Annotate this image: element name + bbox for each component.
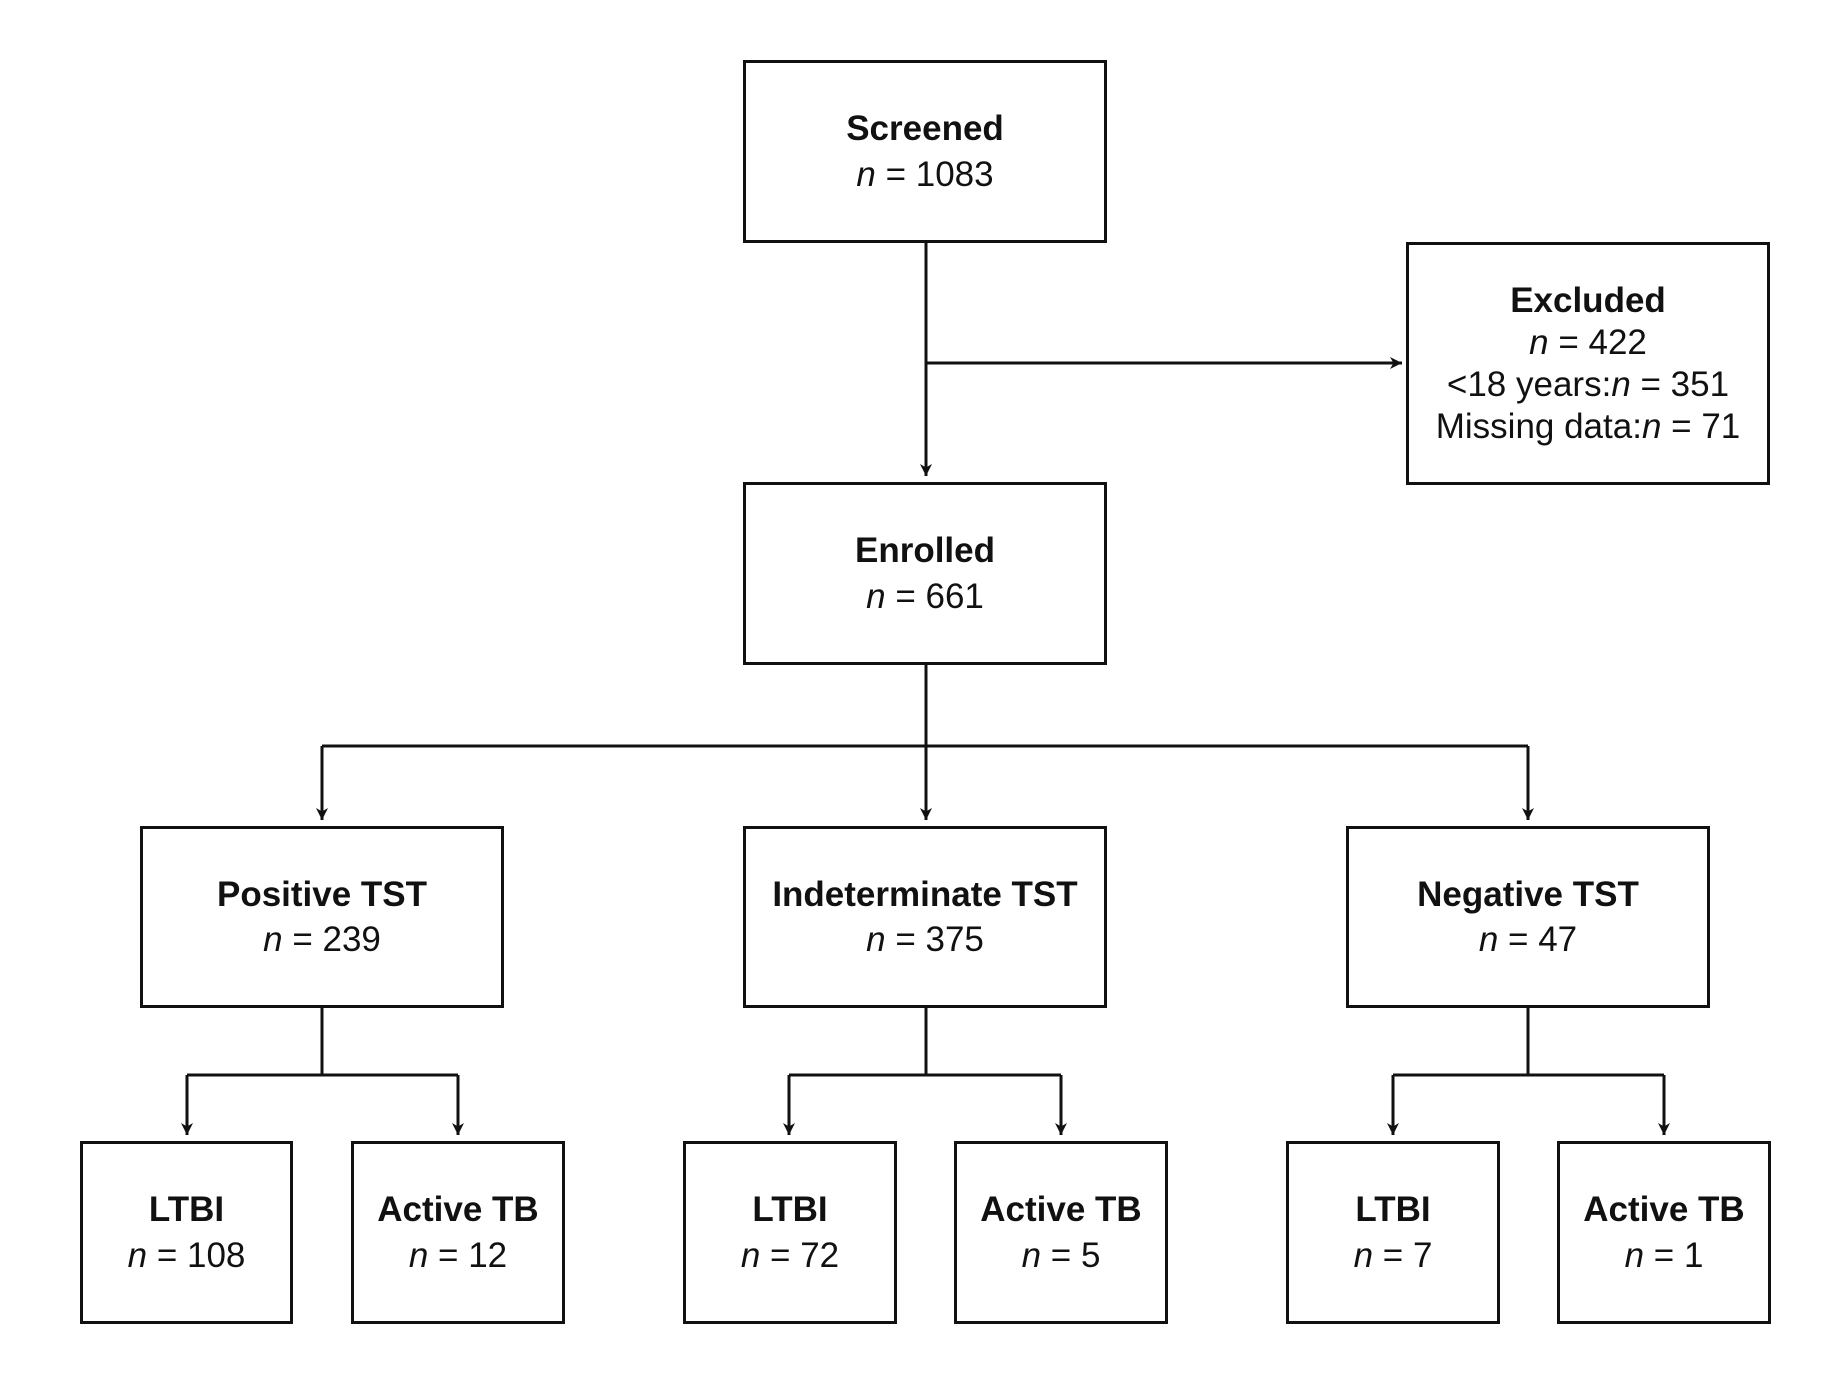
- indeterminate-ltbi-count: = 72: [770, 1235, 840, 1275]
- indeterminate-ltbi-count-line: n = 72: [741, 1233, 839, 1279]
- indeterminate-tst-count-line: n = 375: [866, 917, 984, 963]
- positive-tst-title: Positive TST: [216, 874, 428, 914]
- excluded-box: Excluded n = 422 <18 years:n = 351 Missi…: [1406, 242, 1770, 485]
- negative-ltbi-n: n: [1353, 1235, 1374, 1275]
- indeterminate-active-tb-count: = 5: [1050, 1235, 1101, 1275]
- excluded-under18-line: <18 years:n = 351: [1447, 364, 1729, 406]
- indeterminate-tst-title: Indeterminate TST: [772, 874, 1078, 914]
- excluded-under18-n: n: [1611, 364, 1631, 404]
- screened-n: n: [856, 154, 876, 194]
- screened-title: Screened: [846, 109, 1004, 148]
- indeterminate-tst-n: n: [866, 920, 886, 959]
- enrolled-title: Enrolled: [854, 531, 996, 570]
- indeterminate-active-tb-count-line: n = 5: [1022, 1233, 1101, 1279]
- positive-tst-count-line: n = 239: [263, 917, 381, 963]
- positive-active-tb-box: Active TB n = 12: [351, 1141, 565, 1324]
- positive-ltbi-count: = 108: [156, 1235, 246, 1275]
- indeterminate-ltbi-title: LTBI: [752, 1190, 828, 1229]
- indeterminate-active-tb-box: Active TB n = 5: [954, 1141, 1168, 1324]
- negative-tst-title: Negative TST: [1417, 874, 1639, 914]
- enrolled-count: = 661: [895, 576, 984, 616]
- indeterminate-tst-box: Indeterminate TST n = 375: [743, 826, 1107, 1008]
- enrolled-n: n: [866, 576, 886, 616]
- positive-active-tb-count-line: n = 12: [409, 1233, 507, 1279]
- enrolled-count-line: n = 661: [866, 574, 984, 620]
- screened-count: = 1083: [885, 154, 994, 194]
- excluded-missing-label: Missing data:: [1435, 406, 1642, 446]
- negative-tst-count-line: n = 47: [1479, 917, 1577, 963]
- negative-tst-box: Negative TST n = 47: [1346, 826, 1710, 1008]
- enrolled-box: Enrolled n = 661: [743, 482, 1107, 665]
- excluded-n: n: [1529, 322, 1549, 362]
- negative-active-tb-box: Active TB n = 1: [1557, 1141, 1771, 1324]
- positive-active-tb-count: = 12: [438, 1235, 508, 1275]
- indeterminate-tst-count: = 375: [895, 920, 984, 959]
- screened-box: Screened n = 1083: [743, 60, 1107, 243]
- indeterminate-ltbi-box: LTBI n = 72: [683, 1141, 897, 1324]
- negative-tst-count: = 47: [1508, 920, 1578, 959]
- excluded-missing-n: n: [1641, 406, 1662, 446]
- positive-tst-box: Positive TST n = 239: [140, 826, 504, 1008]
- negative-active-tb-count: = 1: [1653, 1235, 1704, 1275]
- positive-ltbi-n: n: [127, 1235, 148, 1275]
- positive-active-tb-n: n: [408, 1235, 429, 1275]
- positive-ltbi-title: LTBI: [148, 1190, 225, 1229]
- positive-tst-count: = 239: [292, 920, 381, 959]
- indeterminate-ltbi-n: n: [740, 1235, 761, 1275]
- excluded-under18-count: = 351: [1640, 364, 1730, 404]
- negative-active-tb-title: Active TB: [1583, 1190, 1745, 1229]
- excluded-missing-line: Missing data:n = 71: [1436, 406, 1741, 448]
- indeterminate-active-tb-title: Active TB: [980, 1190, 1142, 1229]
- excluded-missing-count: = 71: [1671, 406, 1741, 446]
- screened-count-line: n = 1083: [856, 152, 993, 198]
- positive-tst-n: n: [263, 920, 283, 959]
- negative-ltbi-count-line: n = 7: [1354, 1233, 1433, 1279]
- negative-ltbi-title: LTBI: [1355, 1190, 1431, 1229]
- excluded-title: Excluded: [1510, 280, 1666, 320]
- negative-tst-n: n: [1478, 920, 1499, 959]
- excluded-count: = 422: [1558, 322, 1647, 362]
- excluded-count-line: n = 422: [1529, 322, 1647, 364]
- excluded-under18-label: <18 years:: [1446, 364, 1612, 404]
- negative-active-tb-count-line: n = 1: [1625, 1233, 1704, 1279]
- positive-active-tb-title: Active TB: [377, 1190, 539, 1229]
- positive-ltbi-count-line: n = 108: [128, 1233, 246, 1279]
- negative-ltbi-count: = 7: [1382, 1235, 1433, 1275]
- positive-ltbi-box: LTBI n = 108: [80, 1141, 293, 1324]
- indeterminate-active-tb-n: n: [1021, 1235, 1042, 1275]
- negative-active-tb-n: n: [1624, 1235, 1645, 1275]
- negative-ltbi-box: LTBI n = 7: [1286, 1141, 1500, 1324]
